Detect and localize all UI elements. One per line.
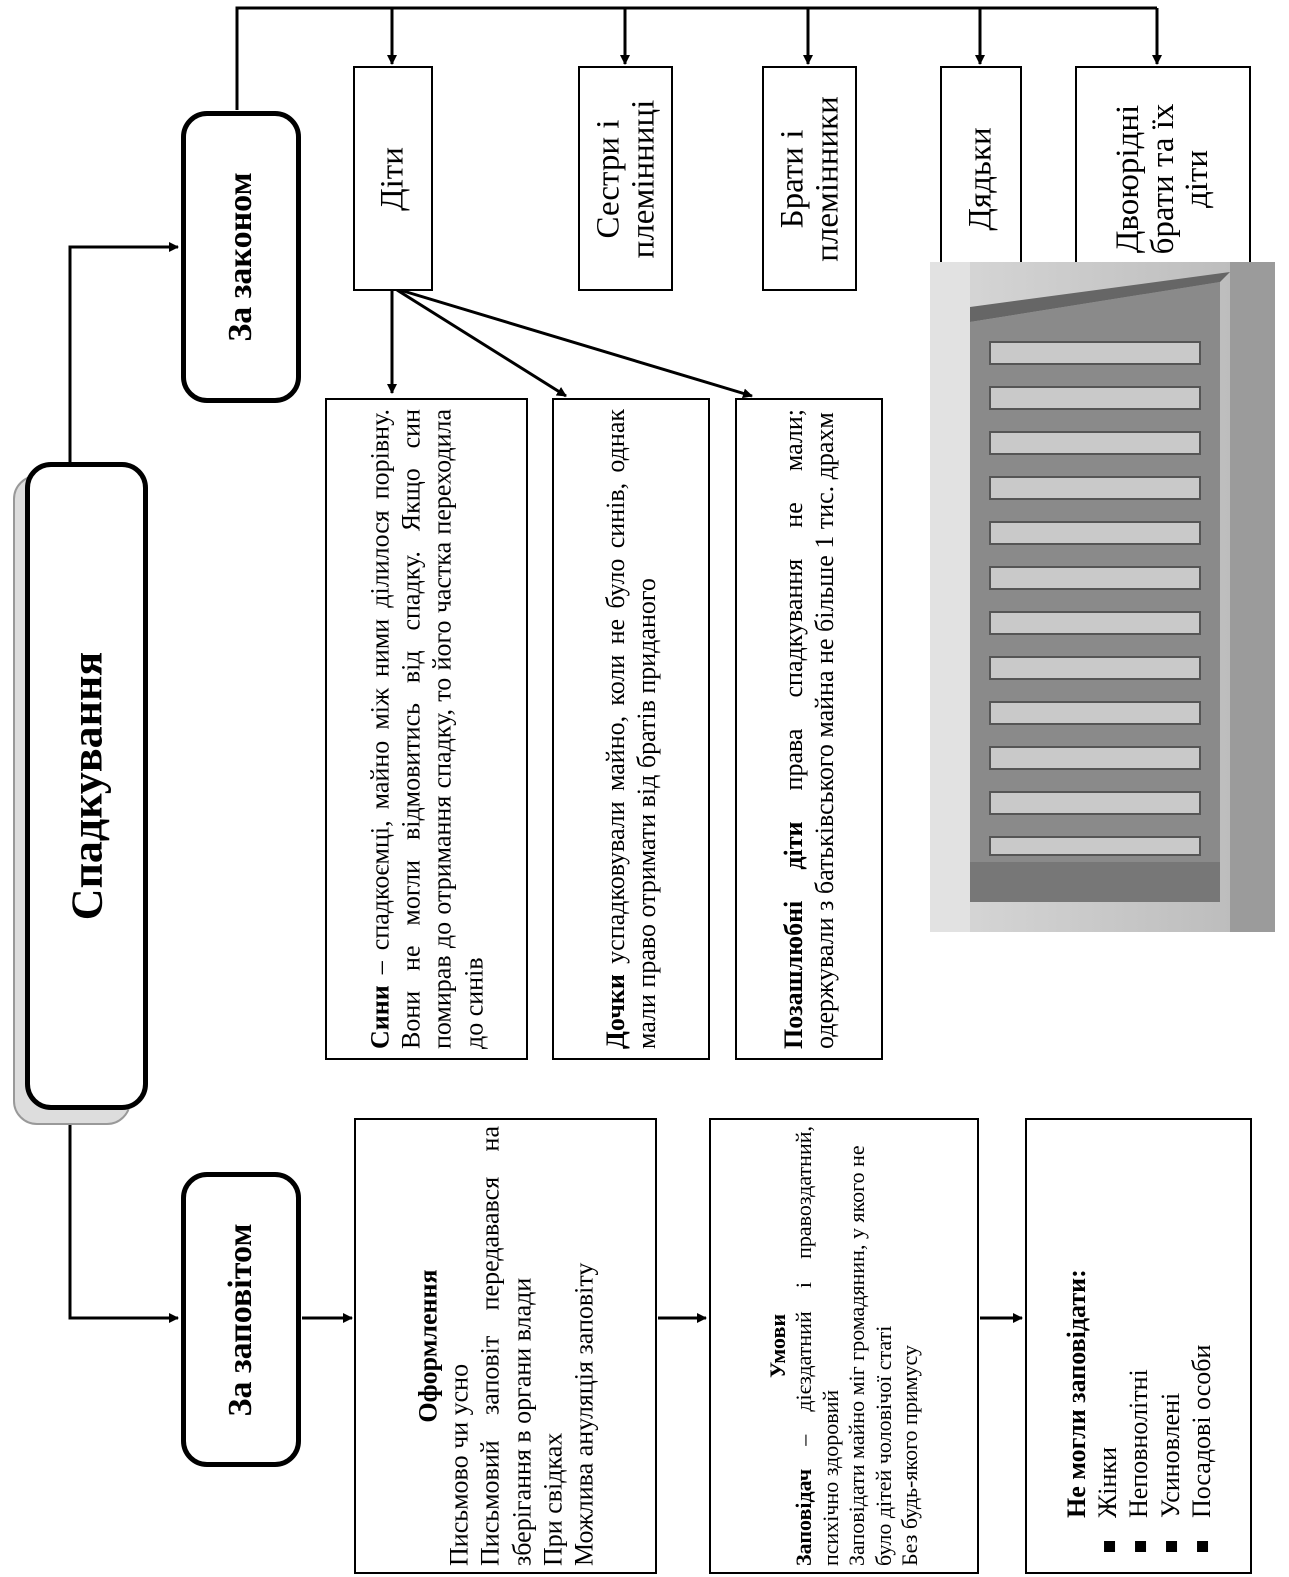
cannot-bequeath-box: Не могли заповідати: Жінки Неповнолітні …	[1025, 1118, 1252, 1574]
cannot-item-women: Жінки	[1092, 1136, 1123, 1556]
by-will-node: За заповітом	[181, 1172, 301, 1467]
heir-cousins-label: Двоюрідні брати та їх діти	[1110, 103, 1216, 254]
parthenon-illustration	[930, 262, 1275, 932]
arrow-daughters	[396, 288, 567, 398]
conditions-line-2: Без будь-якого примусу	[896, 1345, 922, 1566]
testator-bold: Заповідач	[791, 1468, 817, 1566]
cannot-bequeath-list: Жінки Неповнолітні Усиновлені Посадові о…	[1092, 1136, 1217, 1556]
conditions-line-1: Заповідати майно міг громадянин, у якого…	[844, 1145, 896, 1566]
heir-cousins: Двоюрідні брати та їх діти	[1075, 66, 1251, 291]
formalization-line-2: Письмовий заповіт передавався на зберіга…	[475, 1126, 536, 1566]
heir-uncles: Дядьки	[940, 66, 1022, 291]
daughters-rest: успадковували майно, коли не було синів,…	[600, 409, 661, 1049]
sons-box: Сини – спадкоємці, майно між ними ділило…	[325, 398, 528, 1060]
formalization-content: Оформлення Письмово чи усно Письмовий за…	[412, 1126, 599, 1566]
heir-sisters-label: Сестри і племінниці	[589, 99, 661, 258]
heir-children-label: Діти	[374, 146, 411, 211]
cannot-item-officials: Посадові особи	[1185, 1136, 1216, 1556]
parthenon-photo	[930, 262, 1275, 932]
heir-children: Діти	[353, 66, 433, 291]
sons-bold: Сини	[365, 985, 395, 1049]
illegitimate-text: Позашлюбні діти права спадкування не мал…	[778, 409, 840, 1049]
formalization-line-4: Можлива ануляція заповіту	[568, 1262, 598, 1566]
formalization-line-1: Письмово чи усно	[444, 1363, 474, 1566]
root-to-law-connector	[68, 242, 179, 462]
heir-sisters: Сестри і племінниці	[578, 66, 673, 291]
heir-uncles-label: Дядьки	[962, 126, 999, 231]
root-title: Спадкування	[62, 651, 111, 921]
root-to-will-connector	[68, 1110, 179, 1323]
conditions-content: Умови Заповідач – дієздатний і правоздат…	[765, 1126, 923, 1566]
cannot-item-adopted: Усиновлені	[1154, 1136, 1185, 1556]
by-will-title: За заповітом	[222, 1223, 259, 1416]
illegitimate-bold: Позашлюбні діти	[778, 821, 808, 1049]
formalization-box: Оформлення Письмово чи усно Письмовий за…	[354, 1118, 657, 1574]
heir-brothers-label: Брати і племінники	[773, 95, 845, 262]
law-bus-connector	[235, 6, 1157, 110]
arrow-illegitimate	[399, 288, 753, 399]
heir-brothers: Брати і племінники	[762, 66, 857, 291]
sons-text: Сини – спадкоємці, майно між ними ділило…	[364, 409, 489, 1049]
daughters-bold: Дочки	[600, 974, 630, 1049]
daughters-box: Дочки успадковували майно, коли не було …	[552, 398, 710, 1060]
illegitimate-box: Позашлюбні діти права спадкування не мал…	[735, 398, 883, 1060]
conditions-testator: Заповідач – дієздатний і правоздатний, п…	[791, 1126, 844, 1566]
formalization-title: Оформлення	[412, 1269, 442, 1423]
daughters-text: Дочки успадковували майно, коли не було …	[600, 409, 662, 1049]
cannot-item-minors: Неповнолітні	[1123, 1136, 1154, 1556]
root-node: Спадкування	[25, 462, 148, 1110]
cannot-bequeath-title: Не могли заповідати:	[1061, 1269, 1091, 1518]
by-law-node: За законом	[181, 111, 301, 403]
sons-rest: – спадкоємці, майно між ними ділилося по…	[365, 409, 488, 1049]
cannot-bequeath-content: Не могли заповідати: Жінки Неповнолітні …	[1061, 1136, 1217, 1556]
by-law-title: За законом	[222, 172, 259, 342]
conditions-box: Умови Заповідач – дієздатний і правоздат…	[709, 1118, 979, 1574]
conditions-title: Умови	[764, 1313, 790, 1379]
formalization-line-3: При свідках	[537, 1432, 567, 1566]
